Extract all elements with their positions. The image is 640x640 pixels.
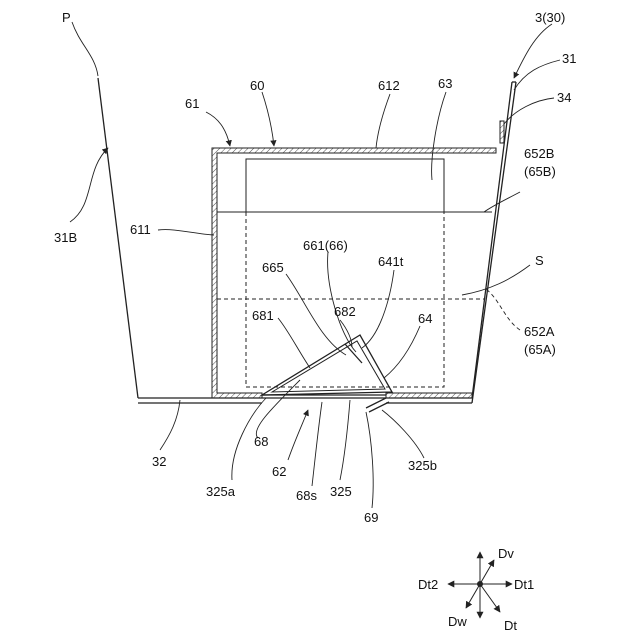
leader-681: [278, 318, 310, 368]
leader-661: [328, 252, 356, 352]
container-right-inner: [472, 82, 516, 403]
label-61: 61: [185, 96, 199, 111]
inner-box-floor-right: [386, 393, 472, 398]
label-652B: 652B: [524, 146, 554, 161]
leader-lines: [70, 22, 560, 508]
leader-32: [160, 400, 180, 450]
compass-diag-up-arrow: [480, 560, 494, 584]
label-68: 68: [254, 434, 268, 449]
direction-compass: Dv Dt1 Dt2 Dw Dt: [418, 546, 534, 633]
leader-60[interactable]: [262, 92, 274, 146]
leader-325b: [382, 410, 424, 458]
compass-dw-label: Dw: [448, 614, 467, 629]
compass-diag-down-arrow: [466, 584, 480, 608]
label-682: 682: [334, 304, 356, 319]
label-34: 34: [557, 90, 571, 105]
leader-62[interactable]: [288, 410, 308, 460]
leader-P: [72, 22, 98, 76]
seal-34: [500, 121, 504, 143]
component-63: [246, 159, 444, 212]
container-left-wall: [98, 78, 138, 398]
label-64: 64: [418, 311, 432, 326]
label-65B: (65B): [524, 164, 556, 179]
leader-S: [462, 265, 530, 295]
tab-69-b: [369, 402, 389, 412]
label-31B: 31B: [54, 230, 77, 245]
compass-center-dot: [477, 581, 483, 587]
leader-611: [158, 230, 214, 235]
leader-652A: [486, 289, 520, 330]
leader-69: [366, 412, 373, 508]
leader-325: [340, 400, 350, 480]
leader-641t: [362, 270, 394, 348]
tab-69: [366, 398, 386, 408]
label-611: 611: [130, 222, 151, 237]
label-661: 661(66): [303, 238, 348, 253]
compass-dt2-label: Dt2: [418, 577, 438, 592]
compass-dt-arrow: [480, 584, 500, 612]
label-325b: 325b: [408, 458, 437, 473]
inner-box-wall: [212, 148, 496, 398]
label-S: S: [535, 253, 544, 268]
label-665: 665: [262, 260, 284, 275]
label-63: 63: [438, 76, 452, 91]
reference-labels: P 3(30) 31 34 31B 60 61 612 63 652B (65B…: [54, 10, 576, 525]
inner-box-61: [212, 148, 496, 398]
label-681: 681: [252, 308, 274, 323]
label-641t: 641t: [378, 254, 404, 269]
leader-64: [384, 326, 420, 378]
label-612: 612: [378, 78, 400, 93]
leader-68s: [312, 402, 322, 486]
leader-612: [376, 94, 390, 148]
label-P: P: [62, 10, 71, 25]
label-652A: 652A: [524, 324, 555, 339]
compass-dv-label: Dv: [498, 546, 514, 561]
label-32: 32: [152, 454, 166, 469]
label-60: 60: [250, 78, 264, 93]
leader-61[interactable]: [206, 112, 230, 146]
leader-31B[interactable]: [70, 148, 108, 222]
label-69: 69: [364, 510, 378, 525]
label-65A: (65A): [524, 342, 556, 357]
label-325a: 325a: [206, 484, 236, 499]
label-30: 3(30): [535, 10, 565, 25]
leader-30[interactable]: [514, 24, 552, 78]
lid-68: [262, 335, 392, 412]
label-325: 325: [330, 484, 352, 499]
label-31: 31: [562, 51, 576, 66]
hinge-682: [345, 344, 362, 363]
compass-dt-label: Dt: [504, 618, 517, 633]
label-62: 62: [272, 464, 286, 479]
compass-dt1-label: Dt1: [514, 577, 534, 592]
label-68s: 68s: [296, 488, 317, 503]
leader-652B: [484, 192, 520, 212]
